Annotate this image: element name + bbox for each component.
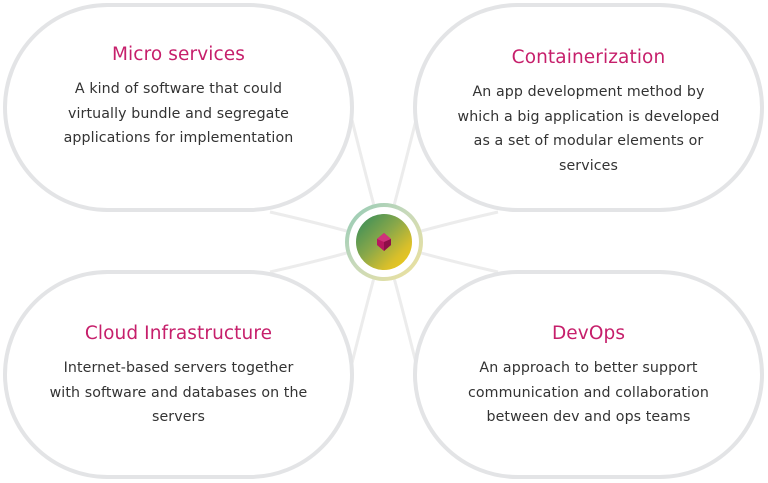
card-description: A kind of software that could virtually … [64, 77, 294, 151]
center-hub [345, 203, 423, 281]
card-devops: DevOps An approach to better support com… [413, 270, 764, 479]
card-title: DevOps [551, 323, 626, 345]
card-description: Internet-based servers together with sof… [50, 356, 308, 430]
card-description-line: servers [151, 409, 205, 426]
card-description-line: A kind of software that could [74, 81, 283, 98]
card-description-line: Internet-based servers together [63, 360, 294, 377]
card-description-line: between dev and ops teams [486, 409, 691, 426]
card-description-line: virtually bundle and segregate [68, 105, 289, 122]
gem-icon [377, 233, 391, 251]
card-description-line: services [558, 157, 618, 174]
card-cloud-infrastructure: Cloud Infrastructure Internet-based serv… [3, 270, 354, 479]
card-containerization: Containerization An app development meth… [413, 3, 764, 212]
card-description-line: applications for implementation [63, 130, 294, 147]
card-description-line: communication and collaboration [468, 384, 709, 401]
card-title: Micro services [112, 44, 245, 66]
card-description-line: which a big application is developed [457, 108, 720, 125]
card-micro-services: Micro services A kind of software that c… [3, 3, 354, 212]
card-description: An app development method by which a big… [458, 80, 720, 178]
card-description-line: An approach to better support [479, 360, 698, 377]
card-description: An approach to better support communicat… [468, 356, 709, 430]
card-title: Cloud Infrastructure [84, 323, 273, 345]
card-description-line: with software and databases on the [49, 384, 308, 401]
card-description-line: An app development method by [472, 84, 705, 100]
card-title: Containerization [511, 47, 666, 68]
card-description-line: as a set of modular elements or [473, 133, 704, 149]
